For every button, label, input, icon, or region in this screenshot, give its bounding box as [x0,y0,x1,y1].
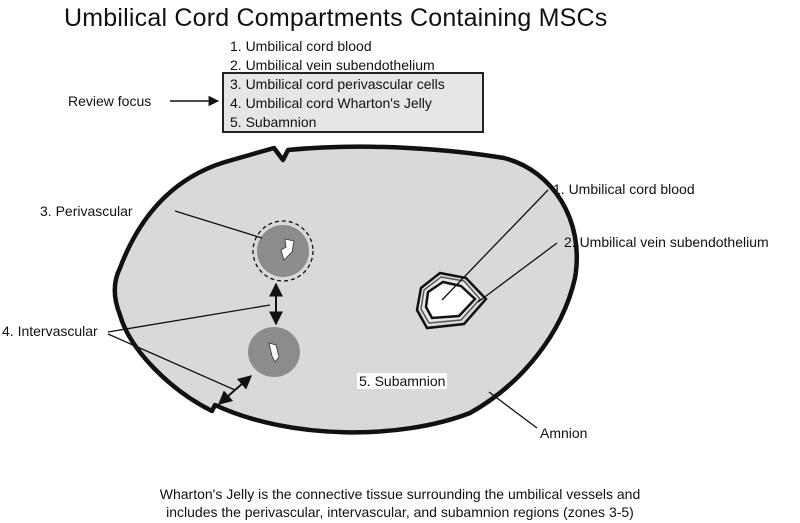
cord-outline [112,144,579,435]
intervascular-leader-1 [107,304,271,333]
label-amnion: Amnion [540,425,588,441]
caption-line-1: Wharton's Jelly is the connective tissue… [159,486,641,502]
caption-line-2: includes the perivascular, intervascular… [166,504,634,520]
label-intervascular: 4. Intervascular [2,323,98,339]
review-focus-box [222,72,484,133]
label-subamnion: 5. Subamnion [357,373,448,389]
lower-artery [248,327,300,377]
subamnion-leader [488,391,538,429]
list-item-vein-subendothelium: 2. Umbilical vein subendothelium [230,57,435,73]
list-item-cord-blood: 1. Umbilical cord blood [230,38,372,54]
perivascular-leader [174,210,263,239]
review-focus-label: Review focus [68,93,152,109]
intervascular-leader-2 [107,333,236,391]
label-vein-subendothelium: 2. Umbilical vein subendothelium [564,234,769,250]
upper-artery [252,220,314,282]
umbilical-vein [415,271,488,330]
list-item-subamnion: 5. Subamnion [230,114,317,130]
label-perivascular: 3. Perivascular [40,203,133,219]
label-cord-blood: 1. Umbilical cord blood [553,181,695,197]
vein-subendothelium-leader [477,242,558,303]
list-item-perivascular: 3. Umbilical cord perivascular cells [230,76,445,92]
cord-blood-leader [441,189,549,301]
page-title: Umbilical Cord Compartments Containing M… [64,4,608,32]
list-item-whartons-jelly: 4. Umbilical cord Wharton's Jelly [230,95,432,111]
intervascular-arrow-diagonal [217,375,253,405]
caption: Wharton's Jelly is the connective tissue… [0,485,800,521]
